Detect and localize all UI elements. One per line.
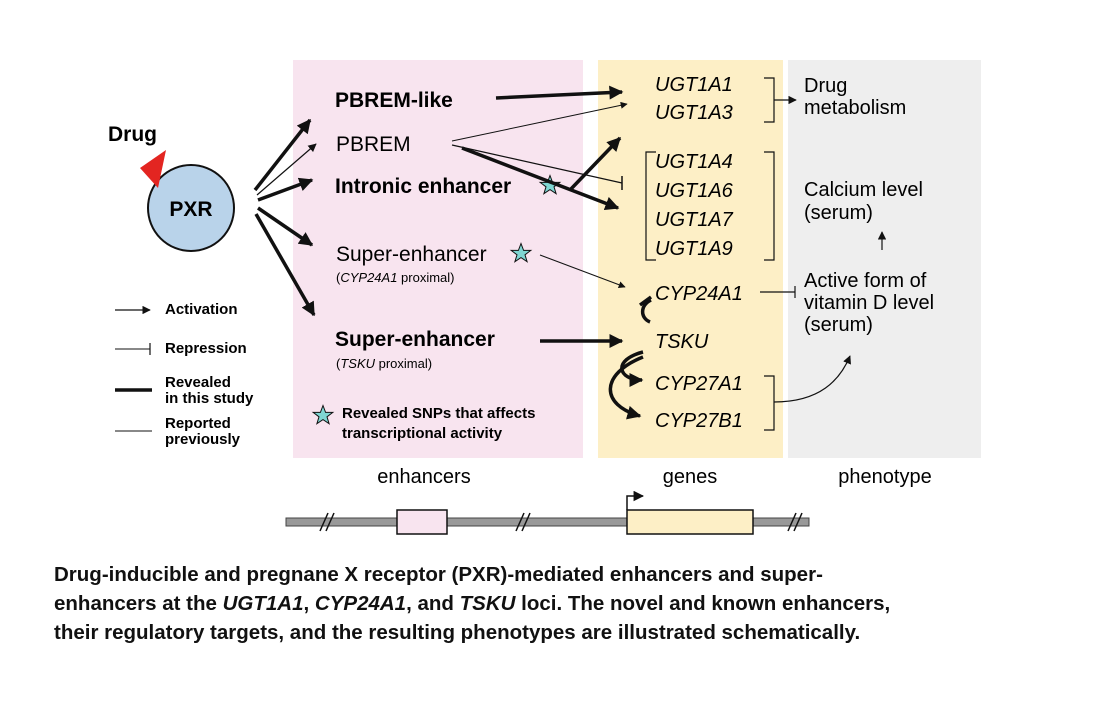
phenotype-drug-metabolism-2: metabolism bbox=[804, 97, 906, 119]
caption-line-1: Drug-inducible and pregnane X receptor (… bbox=[54, 563, 823, 586]
genes-panel bbox=[598, 60, 783, 458]
pxr-label: PXR bbox=[169, 198, 212, 221]
enhancer-pbrem-like: PBREM-like bbox=[335, 89, 453, 112]
legend-snps-1: Revealed SNPs that affects bbox=[342, 405, 535, 422]
phenotype-vitd-1: Active form of bbox=[804, 270, 927, 292]
enhancer-super-tsku-sub: (TSKU proximal) bbox=[336, 356, 432, 371]
caption-line-3: their regulatory targets, and the result… bbox=[54, 621, 861, 644]
gene-cyp27a1: CYP27A1 bbox=[655, 373, 743, 395]
gene-ugt1a7: UGT1A7 bbox=[655, 209, 734, 231]
enhancer-super-cyp24a1-sub: (CYP24A1 proximal) bbox=[336, 270, 455, 285]
gene-cyp24a1: CYP24A1 bbox=[655, 283, 743, 305]
phenotype-calcium-1: Calcium level bbox=[804, 179, 923, 201]
gene-tsku: TSKU bbox=[655, 331, 709, 353]
enhancer-super-tsku: Super-enhancer bbox=[335, 328, 495, 351]
enhancer-super-cyp24a1: Super-enhancer bbox=[336, 243, 487, 266]
enhancer-gene-arrows bbox=[451, 85, 653, 420]
gene-ugt1a1: UGT1A1 bbox=[655, 74, 733, 96]
gene-brackets bbox=[645, 77, 887, 431]
figure-caption: Drug-inducible and pregnane X receptor (… bbox=[54, 560, 1054, 647]
gene-ugt1a6: UGT1A6 bbox=[655, 180, 734, 202]
column-label-enhancers: enhancers bbox=[377, 466, 470, 488]
legend-lines bbox=[115, 305, 152, 432]
snp-star-icon-super bbox=[509, 242, 533, 263]
column-label-phenotype: phenotype bbox=[838, 466, 931, 488]
gene-labels: UGT1A1 UGT1A3 UGT1A4 UGT1A6 UGT1A7 UGT1A… bbox=[655, 74, 743, 432]
phenotype-drug-metabolism-1: Drug bbox=[804, 75, 847, 97]
column-label-genes: genes bbox=[663, 466, 718, 488]
gene-cyp27b1: CYP27B1 bbox=[655, 410, 743, 432]
enhancer-pbrem: PBREM bbox=[336, 133, 411, 156]
pxr-arrows bbox=[253, 118, 317, 317]
legend-reported-2: previously bbox=[165, 431, 241, 448]
snp-star-icon-intronic bbox=[538, 174, 562, 195]
drug-label: Drug bbox=[108, 123, 157, 146]
gene-ugt1a3: UGT1A3 bbox=[655, 102, 733, 124]
phenotype-panel bbox=[788, 60, 981, 458]
legend-repression: Repression bbox=[165, 340, 247, 357]
legend-activation: Activation bbox=[165, 301, 238, 318]
phenotype-calcium-2: (serum) bbox=[804, 202, 873, 224]
legend-reported-1: Reported bbox=[165, 415, 231, 432]
pxr-circle bbox=[147, 164, 235, 252]
legend-labels: Activation Repression Revealed in this s… bbox=[165, 301, 535, 448]
phenotype-vitd-3: (serum) bbox=[804, 314, 873, 336]
enhancer-intronic: Intronic enhancer bbox=[335, 175, 511, 198]
drug-triangle-icon bbox=[140, 150, 166, 188]
legend-snps-2: transcriptional activity bbox=[342, 425, 503, 442]
phenotype-labels: Drug metabolism Calcium level (serum) Ac… bbox=[804, 75, 934, 336]
legend-revealed-1: Revealed bbox=[165, 374, 231, 391]
gene-ugt1a4: UGT1A4 bbox=[655, 151, 733, 173]
legend-revealed-2: in this study bbox=[165, 390, 254, 407]
locus-schematic bbox=[285, 490, 810, 535]
enhancers-panel bbox=[293, 60, 583, 458]
caption-line-2: enhancers at the UGT1A1, CYP24A1, and TS… bbox=[54, 592, 891, 615]
gene-ugt1a9: UGT1A9 bbox=[655, 238, 733, 260]
phenotype-vitd-2: vitamin D level bbox=[804, 292, 934, 314]
legend-star-icon bbox=[311, 404, 335, 425]
